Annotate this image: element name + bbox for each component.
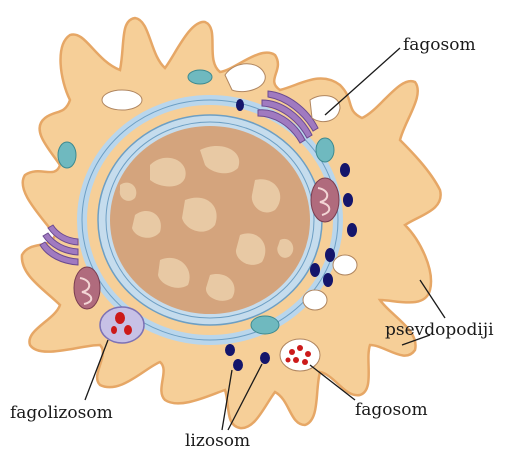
label-fagosom-top: fagosom [403, 35, 476, 55]
phagosome-bottom [280, 339, 320, 371]
label-lizosom: lizosom [185, 431, 250, 451]
mitochondrion-left [74, 267, 100, 309]
phagolysosome [100, 307, 144, 343]
label-psevdopodiji: psevdopodiji [385, 320, 494, 340]
mitochondrion-right [311, 178, 339, 222]
label-fagosom-bottom: fagosom [355, 400, 428, 420]
label-fagolizosom: fagolizosom [10, 403, 113, 423]
